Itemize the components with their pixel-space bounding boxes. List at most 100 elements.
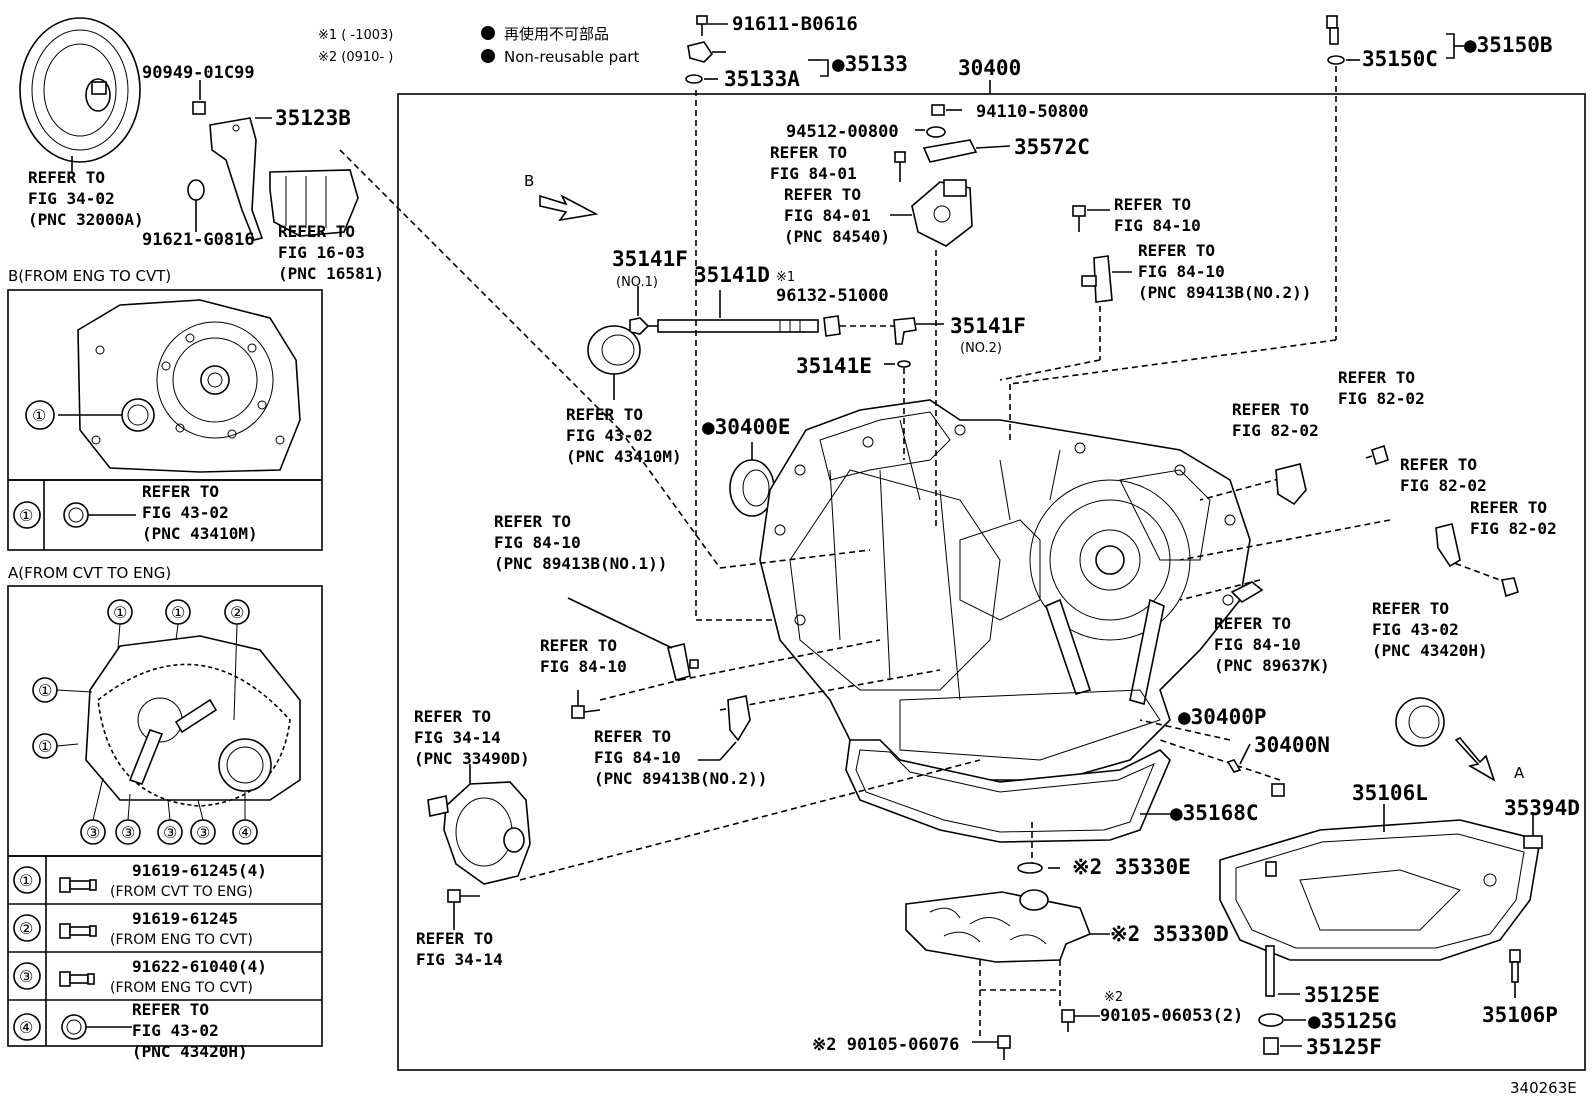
panel-a-row1-line1: 91619-61245(4) <box>132 861 267 880</box>
shift-sensor-group <box>890 104 1011 247</box>
label-35106P: 35106P <box>1482 1003 1558 1027</box>
view-arrow-a <box>1454 737 1496 782</box>
label-35125G: ●35125G <box>1308 1009 1397 1033</box>
panel-a-row4-line2: FIG 43-02 <box>132 1021 219 1040</box>
refer-89413B-1-1: REFER TO <box>494 512 571 531</box>
refer-33490D-2: FIG 34-14 <box>414 728 501 747</box>
panel-a-callout-9: ③ <box>196 823 210 842</box>
label-35141D-note: ※1 <box>776 270 795 285</box>
refer-89637K-1: REFER TO <box>1214 614 1291 633</box>
label-90105-06076: ※2 90105-06076 <box>812 1035 959 1055</box>
legend-nonreusable-ja: 再使用不可部品 <box>504 25 609 43</box>
panel-a-row4-line1: REFER TO <box>132 1000 209 1019</box>
legend-note-1: ※1 ( -1003) <box>318 28 393 43</box>
label-35150B: ●35150B <box>1464 33 1553 57</box>
refer-82-02a-1: REFER TO <box>1338 368 1415 387</box>
refer-84-10b-2: FIG 84-10 <box>540 657 627 676</box>
label-35168C: ●35168C <box>1170 801 1259 825</box>
refer-89413B-2a-3: (PNC 89413B(NO.2)) <box>1138 283 1311 302</box>
refer-16581-1: REFER TO <box>278 222 355 241</box>
bolt-91611 <box>685 15 829 84</box>
label-35141F-no2: 35141F <box>950 314 1026 338</box>
label-91611-B0616: 91611-B0616 <box>732 13 858 35</box>
refer-33490D-1: REFER TO <box>414 707 491 726</box>
panel-b-callout: ① <box>32 406 46 425</box>
refer-89413B-2b-2: FIG 84-10 <box>594 748 681 767</box>
refer-82-02b-1: REFER TO <box>1232 400 1309 419</box>
panel-a-row4-num: ④ <box>19 1018 33 1037</box>
refer-16581-2: FIG 16-03 <box>278 243 365 262</box>
refer-33490D-3: (PNC 33490D) <box>414 749 530 768</box>
oil-pan-35106L <box>1219 804 1543 961</box>
refer-32000A-1: REFER TO <box>28 168 105 187</box>
legend-nonreusable-en: Non-reusable part <box>504 48 639 66</box>
panel-a-callout-1: ① <box>113 603 127 622</box>
label-35141F-no2-sub: (NO.2) <box>960 341 1002 356</box>
label-35141F-no1: 35141F <box>612 247 688 271</box>
label-35125F: 35125F <box>1306 1035 1382 1059</box>
label-35125E: 35125E <box>1304 983 1380 1007</box>
panel-b <box>7 289 323 551</box>
view-letter-a: A <box>1514 764 1525 782</box>
legend-dot-2 <box>481 49 495 63</box>
panel-b-row1-line1: REFER TO <box>142 482 219 501</box>
view-letter-b: B <box>524 172 534 190</box>
label-35141E: 35141E <box>796 354 872 378</box>
label-35330E: ※2 35330E <box>1072 855 1191 879</box>
right-side-parts <box>1226 444 1519 797</box>
refer-89637K-2: FIG 84-10 <box>1214 635 1301 654</box>
label-90949-01C99: 90949-01C99 <box>142 63 255 83</box>
label-30400E: ●30400E <box>702 415 791 439</box>
refer-84540-1: REFER TO <box>784 185 861 204</box>
panel-a-title: A(FROM CVT TO ENG) <box>8 564 171 582</box>
refer-82-02c-2: FIG 82-02 <box>1400 476 1487 495</box>
panel-b-row1-line2: FIG 43-02 <box>142 503 229 522</box>
label-91621-G0816: 91621-G0816 <box>142 230 255 250</box>
panel-a-row3-line2: (FROM ENG TO CVT) <box>110 980 253 996</box>
panel-a <box>7 585 323 1047</box>
refer-32000A-3: (PNC 32000A) <box>28 210 144 229</box>
view-arrow-b <box>539 194 599 222</box>
refer-82-02c-1: REFER TO <box>1400 455 1477 474</box>
strainer-35330D <box>905 862 1110 1060</box>
leader-lines <box>339 66 1501 1040</box>
label-30400N: 30400N <box>1254 733 1330 757</box>
part-35150 <box>1326 15 1464 65</box>
panel-a-callout-7: ③ <box>121 823 135 842</box>
panel-a-row2-num: ② <box>19 919 33 938</box>
label-35150C: 35150C <box>1362 47 1438 71</box>
panel-a-callout-2: ① <box>171 603 185 622</box>
panel-a-callout-5: ① <box>38 737 52 756</box>
refer-43410M-3: (PNC 43410M) <box>566 447 682 466</box>
refer-84-10a-1: REFER TO <box>1114 195 1191 214</box>
label-90105-06053: 90105-06053(2) <box>1100 1006 1243 1026</box>
left-middle-parts <box>567 597 751 761</box>
refer-82-02d-1: REFER TO <box>1470 498 1547 517</box>
label-30400: 30400 <box>958 56 1021 80</box>
panel-b-row1-num: ① <box>19 506 33 525</box>
refer-43420H-1: REFER TO <box>1372 599 1449 618</box>
label-30400P: ●30400P <box>1178 705 1267 729</box>
speed-sensor-upper <box>1072 205 1132 303</box>
panel-a-row4-line3: (PNC 43420H) <box>132 1042 248 1061</box>
shaft-35141D <box>629 286 944 368</box>
refer-84-01a-2: FIG 84-01 <box>770 164 857 183</box>
panel-a-callout-3: ② <box>230 603 244 622</box>
label-35123B: 35123B <box>275 106 351 130</box>
main-frame <box>397 93 1586 1071</box>
legend-note-2: ※2 (0910- ) <box>318 50 393 65</box>
panel-b-row1-line3: (PNC 43410M) <box>142 524 258 543</box>
label-35106L: 35106L <box>1352 781 1428 805</box>
panel-a-callout-4: ① <box>38 681 52 700</box>
refer-82-02d-2: FIG 82-02 <box>1470 519 1557 538</box>
figure-id: 340263E <box>1510 1079 1577 1097</box>
refer-43410M-2: FIG 43-02 <box>566 426 653 445</box>
drain-plug-group <box>1258 945 1521 1055</box>
refer-89413B-1-2: FIG 84-10 <box>494 533 581 552</box>
label-94512-00800: 94512-00800 <box>786 122 899 142</box>
refer-84540-2: FIG 84-01 <box>784 206 871 225</box>
panel-a-row3-num: ③ <box>19 967 33 986</box>
refer-89413B-2b-3: (PNC 89413B(NO.2)) <box>594 769 767 788</box>
label-35133A: 35133A <box>724 67 800 91</box>
